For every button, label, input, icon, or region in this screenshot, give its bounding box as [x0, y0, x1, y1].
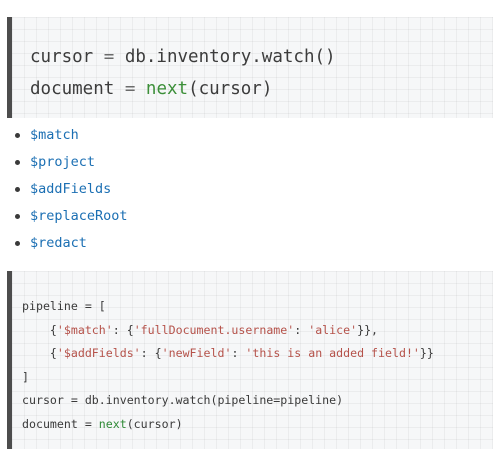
- code-text: pipeline = [: [22, 299, 106, 313]
- code-builtin-next: next: [98, 416, 127, 431]
- list-item: $project: [12, 149, 492, 176]
- code-line-2: {'$match': {'fullDocument.username': 'al…: [22, 319, 493, 343]
- code-expression: (cursor): [188, 79, 273, 99]
- code-punct: : {: [112, 322, 134, 337]
- stage-name: $redact: [30, 235, 87, 251]
- code-string: '$addFields': [56, 346, 141, 360]
- list-item: $match: [12, 122, 492, 149]
- code-line-4: ]: [22, 366, 493, 390]
- code-block-watch: cursor = db.inventory.watch()document = …: [7, 17, 493, 118]
- code-punct: }},: [357, 322, 379, 337]
- bullet-icon: [15, 133, 20, 138]
- code-operator: =: [114, 79, 146, 99]
- code-text: document =: [22, 416, 99, 431]
- code-line-1: pipeline = [: [22, 295, 493, 319]
- code-punct: {: [22, 346, 57, 360]
- list-item: $redact: [12, 230, 492, 257]
- code-block-pipeline: pipeline = [ {'$match': {'fullDocument.u…: [7, 271, 493, 449]
- pipeline-stage-list: $match $project $addFields $replaceRoot …: [12, 122, 492, 257]
- bullet-icon: [15, 214, 20, 219]
- list-item: $replaceRoot: [12, 203, 492, 230]
- code-punct: :: [294, 322, 309, 337]
- bullet-icon: [15, 241, 20, 246]
- code-string: 'fullDocument.username': [133, 322, 295, 337]
- code-punct: :: [231, 346, 246, 360]
- code-line-3: {'$addFields': {'newField': 'this is an …: [22, 342, 493, 366]
- bullet-icon: [15, 160, 20, 165]
- list-item: $addFields: [12, 176, 492, 203]
- code-line-2: document = next(cursor): [30, 73, 493, 105]
- code-var-cursor: cursor: [30, 47, 94, 67]
- code-string: '$match': [56, 322, 113, 337]
- code-operator: =: [93, 47, 125, 67]
- code-line-1: cursor = db.inventory.watch(): [30, 41, 493, 73]
- code-text: cursor = db.inventory.watch(pipeline=pip…: [22, 393, 344, 407]
- code-text: (cursor): [126, 416, 183, 431]
- code-string: 'alice': [308, 322, 358, 337]
- code-builtin-next: next: [145, 79, 189, 99]
- code-expression: db.inventory.watch(): [124, 47, 336, 67]
- stage-name: $replaceRoot: [30, 208, 128, 224]
- stage-name: $addFields: [30, 181, 112, 197]
- code-punct: {: [22, 322, 57, 337]
- code-string: 'this is an added field!': [245, 346, 420, 360]
- code-punct: }}: [419, 346, 434, 360]
- stage-name: $match: [30, 127, 79, 143]
- code-line-5: cursor = db.inventory.watch(pipeline=pip…: [22, 389, 493, 413]
- code-var-document: document: [30, 79, 115, 99]
- code-punct: : {: [140, 346, 162, 360]
- bullet-icon: [15, 187, 20, 192]
- code-text: ]: [22, 369, 29, 384]
- stage-name: $project: [30, 154, 96, 170]
- code-string: 'newField': [161, 346, 232, 360]
- code-line-6: document = next(cursor): [22, 413, 493, 437]
